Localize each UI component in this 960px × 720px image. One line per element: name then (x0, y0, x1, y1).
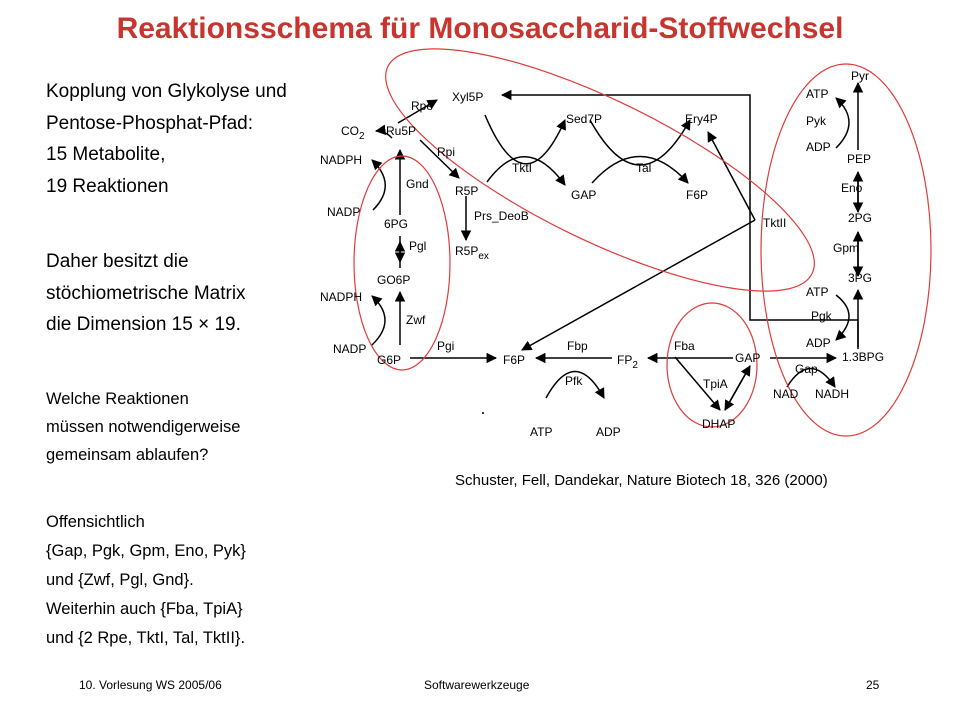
enzyme-label: Zwf (406, 313, 426, 327)
metabolite-label: ADP (596, 425, 621, 439)
text-line: gemeinsam ablaufen? (46, 446, 209, 464)
enzyme-label: Gpm (833, 241, 859, 255)
slide-title: Reaktionsschema für Monosaccharid-Stoffw… (116, 12, 844, 45)
text-block-answer: Offensichtlich {Gap, Pgk, Gpm, Eno, Pyk}… (46, 508, 246, 653)
text-line: {Gap, Pgk, Gpm, Eno, Pyk} (46, 542, 246, 560)
metabolite-label: GAP (735, 351, 760, 365)
metabolite-label: NADP (327, 205, 360, 219)
text-line: Weiterhin auch {Fba, TpiA} (46, 600, 243, 618)
text-line: und {Zwf, Pgl, Gnd}. (46, 571, 194, 589)
text-line: 15 Metabolite, (46, 144, 166, 165)
metabolite-label: R5P (455, 184, 478, 198)
text-line: die Dimension 15 × 19. (46, 314, 241, 335)
enzyme-label: Pgl (409, 239, 426, 253)
metabolite-label: Sed7P (566, 112, 602, 126)
metabolite-label: ATP (806, 285, 828, 299)
metabolite-label: ATP (530, 425, 552, 439)
enzyme-label: Eno (841, 181, 863, 195)
enzyme-label: Pyk (806, 114, 827, 128)
enzyme-label: Pgi (437, 339, 454, 353)
footer-course: Softwarewerkzeuge (424, 678, 530, 692)
metabolite-label: 2PG (848, 211, 872, 225)
metabolite-label: Ery4P (685, 112, 718, 126)
metabolite-label: CO2 (341, 124, 365, 142)
metabolite-label: ADP (806, 140, 831, 154)
enzyme-label: Fbp (567, 339, 588, 353)
text-line: Pentose-Phosphat-Pfad: (46, 112, 254, 134)
enzyme-label: TktII (763, 216, 786, 230)
text-line: Kopplung von Glykolyse und (46, 81, 287, 102)
metabolite-label: NADPH (320, 153, 362, 167)
metabolite-label: Xyl5P (452, 90, 483, 104)
enzyme-label: Rpi (437, 145, 455, 159)
text-line: 19 Reaktionen (46, 175, 169, 197)
text-line: Welche Reaktionen (46, 390, 189, 408)
enzyme-label: Pfk (565, 374, 583, 388)
metabolite-label: ATP (806, 87, 828, 101)
metabolite-label: DHAP (702, 417, 735, 431)
metabolite-label: F6P (503, 353, 525, 367)
metabolite-label: 6PG (384, 217, 408, 231)
metabolite-label: GO6P (377, 273, 410, 287)
enzyme-label: Prs_DeoB (474, 209, 529, 223)
metabolite-label: NADP (333, 342, 366, 356)
enzyme-label: Tal (636, 161, 651, 175)
enzyme-label: Pgk (811, 309, 833, 323)
enzyme-label: Gnd (406, 177, 429, 191)
highlight-nonoxidative-ppp (385, 48, 815, 292)
metabolite-label: FP2 (617, 353, 638, 371)
text-block-intro: Kopplung von Glykolyse und Pentose-Phosp… (46, 76, 287, 202)
metabolite-label: GAP (571, 188, 596, 202)
text-block-question: Welche Reaktionen müssen notwendigerweis… (46, 385, 240, 469)
metabolite-label: Ru5P (386, 124, 416, 138)
metabolite-label: R5Pex (455, 244, 489, 262)
metabolite-label: Pyr (851, 69, 869, 83)
enzyme-label: TpiA (703, 377, 728, 391)
metabolite-label: G6P (377, 353, 401, 367)
enzyme-label: TktI (512, 161, 532, 175)
text-line: Offensichtlich (46, 513, 145, 531)
enzyme-label: Gap (795, 362, 818, 376)
text-line: und {2 Rpe, TktI, Tal, TktII}. (46, 629, 246, 647)
footer-lecture: 10. Vorlesung WS 2005/06 (79, 678, 222, 692)
metabolite-label: F6P (686, 188, 708, 202)
text-line: stöchiometrische Matrix (46, 282, 246, 304)
citation: Schuster, Fell, Dandekar, Nature Biotech… (455, 472, 828, 489)
metabolite-label: 1.3BPG (842, 350, 884, 364)
metabolite-label: PEP (847, 152, 871, 166)
metabolite-label: NADH (815, 387, 849, 401)
text-line: Daher besitzt die (46, 251, 189, 272)
text-block-matrix: Daher besitzt die stöchiometrische Matri… (46, 246, 246, 341)
highlight-lower-glycolysis (760, 63, 932, 437)
highlight-fba-tpia (666, 302, 758, 428)
enzyme-label: Fba (674, 339, 695, 353)
highlight-oxidative-ppp (353, 155, 451, 371)
text-line: müssen notwendigerweise (46, 418, 241, 436)
metabolite-label: 3PG (848, 271, 872, 285)
metabolite-label: NAD (773, 387, 799, 401)
metabolite-label: ADP (806, 336, 831, 350)
metabolite-label: NADPH (320, 290, 362, 304)
page-number: 25 (866, 678, 880, 692)
enzyme-label: Rpe (411, 99, 433, 113)
